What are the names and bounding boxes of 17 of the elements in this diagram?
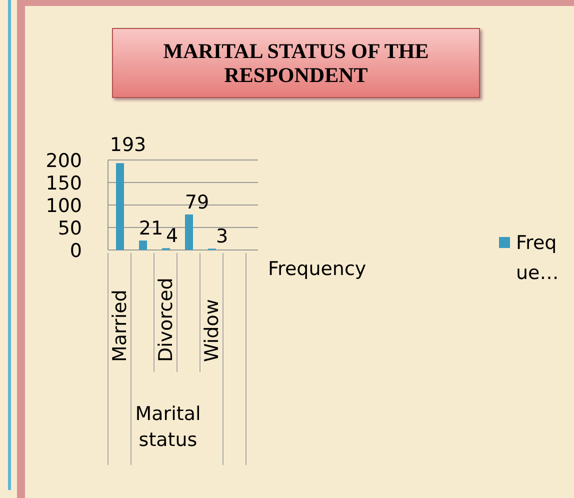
axis-tick-label: 50	[58, 218, 82, 240]
axis-tick-label: 200	[46, 150, 82, 172]
category-label: Married	[109, 290, 131, 362]
chart-title: MARITAL STATUS OF THE RESPONDENT	[112, 28, 480, 98]
data-label: 3	[216, 226, 228, 248]
axis-tick-label: 100	[46, 195, 82, 217]
data-label: 79	[184, 191, 210, 214]
data-label: 21	[138, 218, 164, 240]
data-label: 4	[166, 225, 178, 248]
data-label: 193	[110, 134, 146, 156]
category-label: Divorced	[155, 278, 177, 362]
axis-tick-label: 0	[70, 240, 82, 262]
legend-label: Freque…	[516, 231, 560, 286]
axis-tick-label: 150	[46, 172, 82, 194]
category-label: Widow	[201, 299, 223, 362]
axis-title: Marital status	[135, 403, 201, 451]
axis-title: Frequency	[268, 258, 366, 280]
